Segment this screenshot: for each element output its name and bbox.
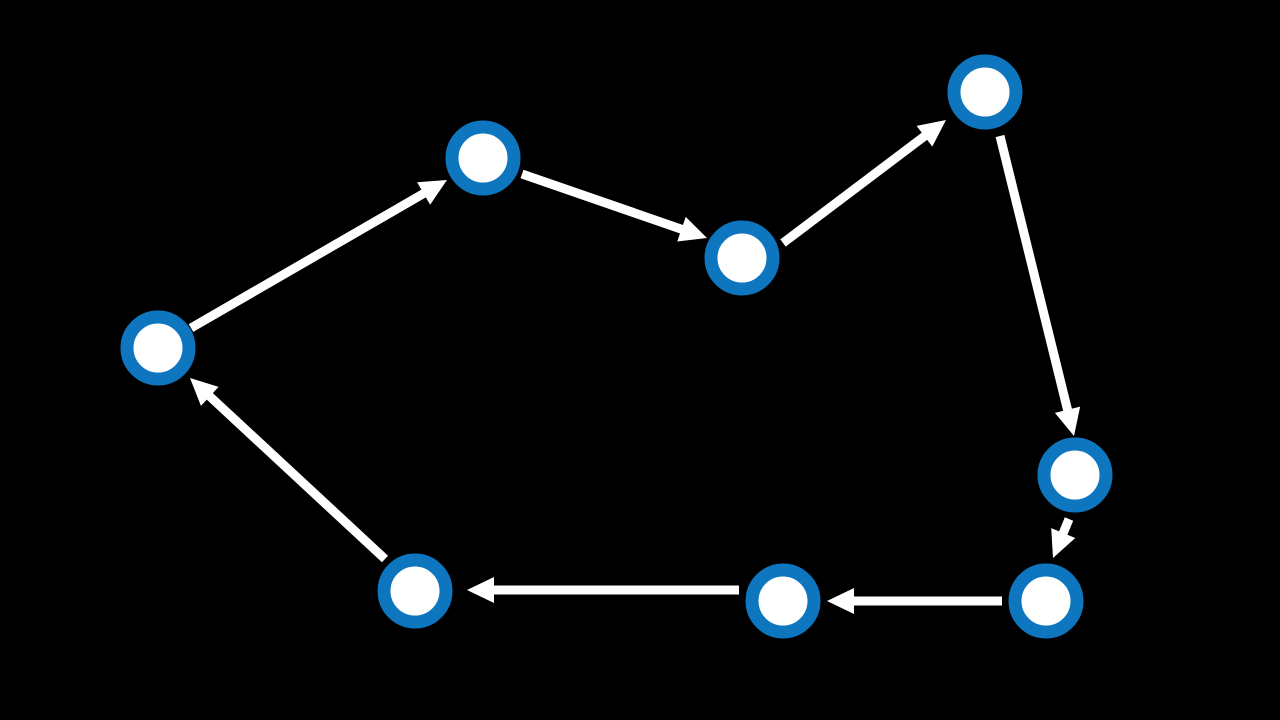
graph-node-circle — [445, 120, 521, 196]
graph-edge-line — [520, 169, 685, 235]
graph-edge[interactable] — [467, 577, 739, 603]
graph-edge-line — [780, 131, 929, 247]
edges-layer — [188, 120, 1081, 614]
arrowhead-icon — [677, 216, 707, 242]
graph-node-circle — [1008, 563, 1084, 639]
graph-edge-line — [188, 188, 428, 332]
graph-edge-line — [995, 134, 1073, 413]
graph-node-circle — [947, 54, 1023, 130]
graph-node[interactable] — [1008, 563, 1084, 639]
graph-node-circle — [745, 563, 821, 639]
graph-edge-line — [205, 391, 389, 563]
graph-node-circle — [120, 310, 196, 386]
graph-node[interactable] — [745, 563, 821, 639]
graph-edge-line — [1058, 517, 1074, 537]
arrowhead-icon — [467, 577, 494, 603]
graph-node[interactable] — [120, 310, 196, 386]
nodes-layer — [120, 54, 1113, 639]
arrowhead-icon — [1051, 528, 1076, 558]
graph-node[interactable] — [1037, 437, 1113, 513]
graph-edge[interactable] — [780, 120, 946, 247]
graph-edge[interactable] — [520, 169, 707, 242]
arrowhead-icon — [1054, 406, 1081, 436]
graph-edge[interactable] — [188, 180, 447, 332]
graph-node[interactable] — [445, 120, 521, 196]
arrowhead-icon — [190, 378, 219, 406]
graph-node-circle — [1037, 437, 1113, 513]
graph-edge[interactable] — [995, 134, 1081, 436]
graph-edge[interactable] — [827, 588, 1002, 614]
graph-node[interactable] — [947, 54, 1023, 130]
graph-edge[interactable] — [1051, 517, 1076, 558]
arrowhead-icon — [916, 120, 946, 147]
arrowhead-icon — [417, 180, 447, 205]
graph-edge[interactable] — [190, 378, 389, 563]
graph-node-circle — [377, 553, 453, 629]
graph-node[interactable] — [704, 220, 780, 296]
graph-node[interactable] — [377, 553, 453, 629]
arrowhead-icon — [827, 588, 854, 614]
graph-node-circle — [704, 220, 780, 296]
